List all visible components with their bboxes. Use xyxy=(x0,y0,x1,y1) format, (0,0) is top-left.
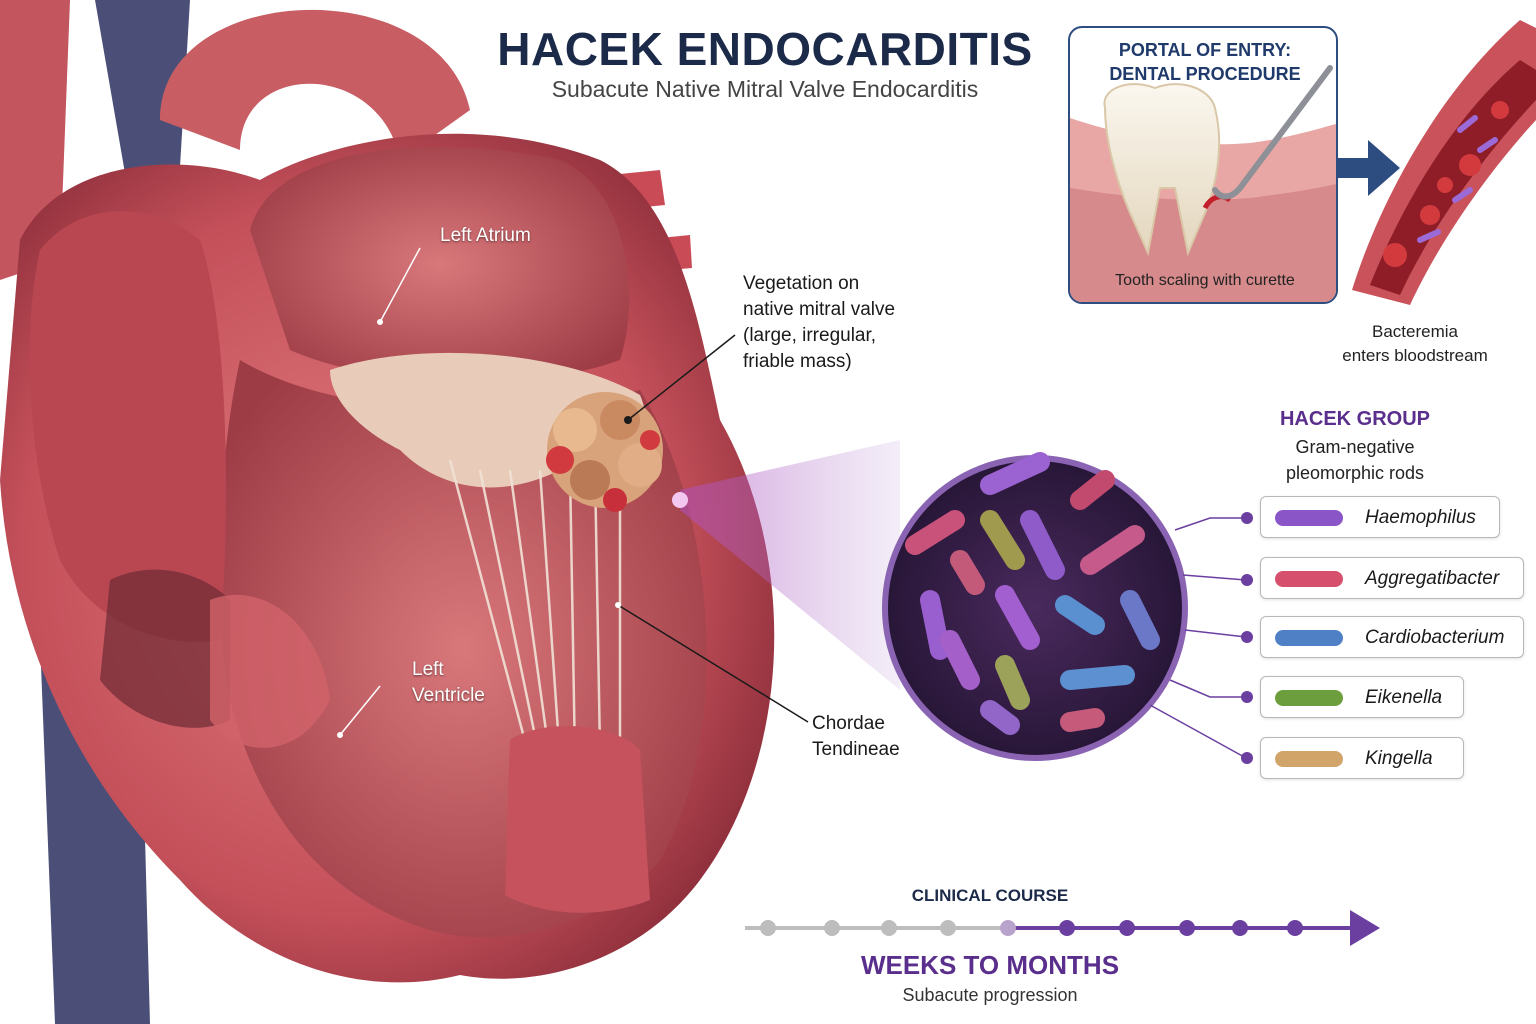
organism-name: Cardiobacterium xyxy=(1365,627,1505,648)
aortic-arch xyxy=(160,9,470,161)
organism-name: Eikenella xyxy=(1365,687,1443,708)
kingella-rod-icon xyxy=(1275,751,1343,767)
portal-of-entry-panel: PORTAL OF ENTRY: DENTAL PROCEDURE Tooth … xyxy=(1068,26,1338,304)
hacek-sub-line2: pleomorphic rods xyxy=(1285,463,1425,483)
left-ventricle-line2: Ventricle xyxy=(412,685,485,706)
portal-caption: Tooth scaling with curette xyxy=(1115,272,1295,289)
cardiobacterium-rod-icon xyxy=(1275,630,1343,646)
blood-vessel xyxy=(1352,20,1536,305)
left-atrium-cavity xyxy=(250,146,630,382)
organism-name: Aggregatibacter xyxy=(1365,568,1500,589)
leader-lines-white xyxy=(339,247,421,736)
left-ventricle-label: Left Ventricle xyxy=(412,657,485,709)
organism-name: Kingella xyxy=(1365,748,1433,769)
magnify-beam xyxy=(680,440,900,690)
portal-title-line2: DENTAL PROCEDURE xyxy=(1109,64,1301,84)
left-ventricle-line1: Left xyxy=(412,659,444,680)
organism-connectors xyxy=(1149,517,1247,759)
organism-card-cardiobacterium: Cardiobacterium xyxy=(1260,616,1524,658)
bacteremia-line1: Bacteremia xyxy=(1372,322,1458,341)
hacek-sub-line1: Gram-negative xyxy=(1295,437,1415,457)
arrow-to-vessel xyxy=(1338,140,1400,196)
micro-bacteria xyxy=(905,452,1160,735)
page-title: HACEK ENDOCARDITIS xyxy=(497,23,1033,75)
vegetation xyxy=(546,392,663,512)
organism-card-haemophilus: Haemophilus xyxy=(1260,496,1500,538)
vegetation-line1: Vegetation on xyxy=(743,273,860,294)
bacteremia-line2: enters bloodstream xyxy=(1342,346,1488,365)
vegetation-line4: friable mass) xyxy=(743,351,852,372)
chordae-line2: Tendineae xyxy=(812,739,900,760)
portal-title-line1: PORTAL OF ENTRY: xyxy=(1118,40,1292,60)
portal-title: PORTAL OF ENTRY: DENTAL PROCEDURE xyxy=(1070,38,1336,86)
page-subtitle: Subacute Native Mitral Valve Endocarditi… xyxy=(551,76,979,102)
clinical-course-subtitle: Subacute progression xyxy=(902,985,1078,1005)
leader-lines-dark xyxy=(617,334,809,723)
haemophilus-rod-icon xyxy=(1275,510,1343,526)
papillary-muscle xyxy=(505,726,650,913)
chordae-label: Chordae Tendineae xyxy=(812,711,900,763)
aggregatibacter-rod-icon xyxy=(1275,571,1343,587)
vegetation-label: Vegetation on native mitral valve (large… xyxy=(743,271,895,375)
clinical-course-duration: WEEKS TO MONTHS xyxy=(860,950,1120,980)
eikenella-rod-icon xyxy=(1275,690,1343,706)
chordae-line1: Chordae xyxy=(812,713,885,734)
vegetation-line3: (large, irregular, xyxy=(743,325,877,346)
tooth-illustration xyxy=(1070,65,1336,302)
organism-card-kingella: Kingella xyxy=(1260,737,1464,779)
septum xyxy=(210,594,330,748)
organism-card-aggregatibacter: Aggregatibacter xyxy=(1260,557,1524,599)
left-atrium-label: Left Atrium xyxy=(440,225,531,246)
clinical-course-title: CLINICAL COURSE xyxy=(911,886,1069,905)
right-chamber xyxy=(29,211,226,642)
organism-name: Haemophilus xyxy=(1365,507,1476,528)
vegetation-line2: native mitral valve xyxy=(743,299,896,320)
timeline xyxy=(745,910,1380,946)
hacek-group-title: HACEK GROUP xyxy=(1279,408,1430,430)
bacteremia-caption: Bacteremia enters bloodstream xyxy=(1320,320,1510,368)
hacek-group-subtitle: Gram-negative pleomorphic rods xyxy=(1250,434,1460,486)
organism-card-eikenella: Eikenella xyxy=(1260,676,1464,718)
